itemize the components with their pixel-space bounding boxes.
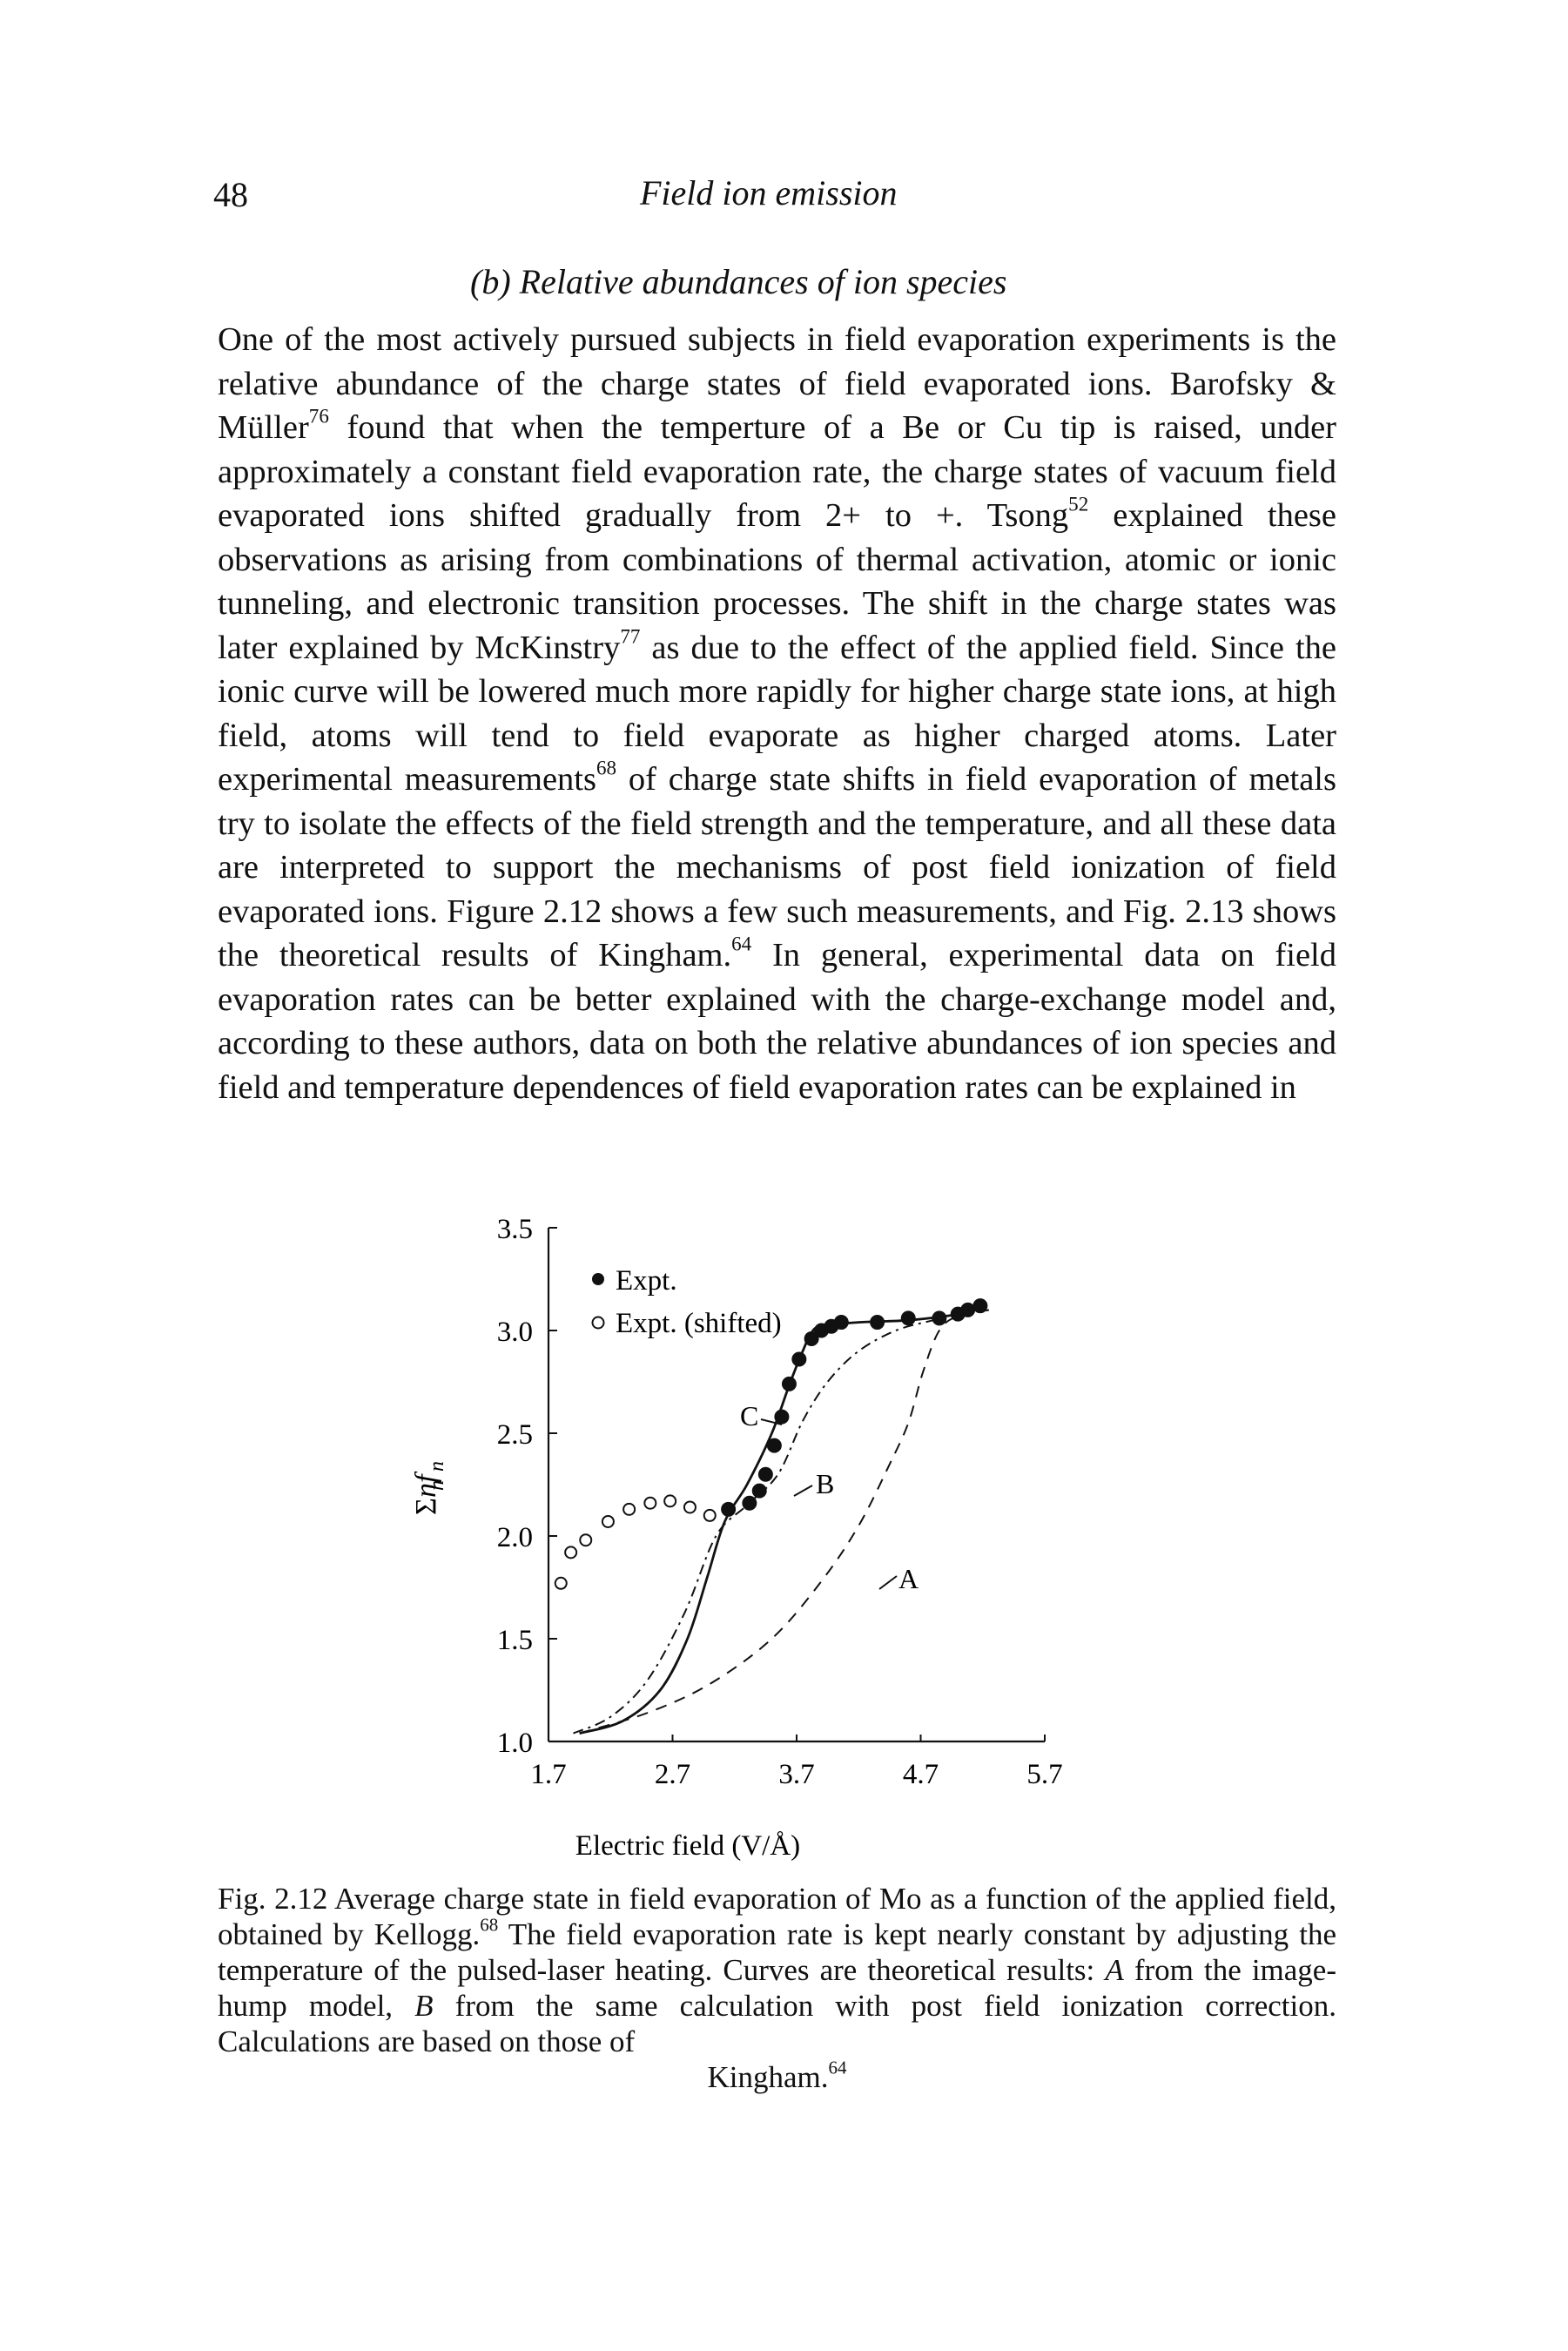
expt-point	[804, 1330, 819, 1346]
curve-label-b-arrow	[793, 1485, 813, 1497]
curve-label-b: B	[816, 1468, 834, 1499]
x-tick-label: 1.7	[530, 1759, 566, 1790]
x-tick-label: 4.7	[903, 1759, 939, 1790]
y-tick-label: 3.0	[497, 1317, 533, 1348]
y-axis-label-sub: n	[426, 1461, 448, 1472]
expt-point	[932, 1310, 947, 1326]
caption-curve-b: B	[414, 1989, 434, 2023]
expt-shifted-point	[579, 1533, 593, 1547]
expt-point	[742, 1495, 757, 1511]
y-tick-label: 1.0	[497, 1728, 533, 1759]
figure-2-12: 1.0 1.5 2.0 2.5 3.0 3.5 1.7 2.7 3.7 4.7 5.7 Expt.…	[366, 1210, 1149, 1876]
x-axis-label: Electric field (V/Å)	[575, 1829, 800, 1862]
caption-paragraph: Fig. 2.12 Average charge state in field …	[218, 1881, 1336, 2095]
curve-c	[579, 1304, 984, 1735]
y-axis-label: Σ n nf n	[410, 1461, 448, 1515]
expt-shifted-point	[703, 1508, 717, 1522]
curve-b	[573, 1309, 971, 1735]
caption-text-run: from the image-hump model,	[218, 1953, 1336, 2023]
body-text-run: explained these observations as arising …	[218, 497, 1336, 666]
expt-point	[721, 1501, 737, 1517]
expt-point	[757, 1466, 773, 1482]
legend-shifted-label: Expt. (shifted)	[616, 1308, 782, 1339]
reference-superscript: 64	[828, 2057, 847, 2078]
curve-label-c-arrow	[760, 1418, 783, 1425]
chart-axes	[547, 1227, 1046, 1743]
body-paragraph: One of the most actively pursued subject…	[218, 318, 1336, 1109]
x-tick-label: 2.7	[655, 1759, 690, 1790]
body-text-run: as due to the effect of the applied fiel…	[218, 629, 1337, 798]
expt-point	[900, 1310, 916, 1326]
expt-point	[833, 1315, 849, 1330]
caption-last-line: Kingham.64	[218, 2057, 1336, 2095]
y-axis-label-nf: nf	[410, 1471, 442, 1498]
reference-superscript: 68	[480, 1914, 499, 1936]
legend: Expt. Expt. (shifted)	[591, 1265, 782, 1339]
expt-point	[781, 1376, 797, 1391]
legend-filled-marker	[592, 1273, 604, 1285]
expt-shifted-point	[564, 1546, 578, 1559]
y-tick-label: 3.5	[497, 1214, 533, 1245]
curve-label-a-arrow	[878, 1575, 898, 1590]
caption-text-run: from the same calculation with post fiel…	[218, 1989, 1336, 2058]
expt-point	[791, 1351, 807, 1367]
y-tick-label: 2.5	[497, 1419, 533, 1451]
curve-labels: C B A	[740, 1400, 919, 1594]
legend-expt-label: Expt.	[616, 1265, 677, 1297]
caption-text-run: Kingham.	[707, 2060, 829, 2094]
x-tick-label: 3.7	[778, 1759, 814, 1790]
legend-open-marker	[591, 1316, 605, 1330]
body-text-run: In general, experimental data on field e…	[218, 937, 1336, 1106]
section-heading: (b) Relative abundances of ion species	[470, 262, 1007, 301]
body-text: One of the most actively pursued subject…	[218, 318, 1336, 1109]
reference-superscript: 52	[1068, 492, 1089, 515]
curve-a	[579, 1309, 990, 1735]
reference-superscript: 64	[731, 932, 752, 955]
data-points	[554, 1298, 988, 1590]
expt-shifted-point	[601, 1514, 615, 1528]
figure-caption: Fig. 2.12 Average charge state in field …	[218, 1881, 1336, 2095]
reference-superscript: 76	[308, 404, 329, 428]
expt-shifted-point	[554, 1576, 568, 1590]
charge-state-chart: 1.0 1.5 2.0 2.5 3.0 3.5 1.7 2.7 3.7 4.7 5.7 Expt.…	[410, 1214, 1063, 1862]
body-text-run: of charge state shifts in field evaporat…	[218, 761, 1336, 973]
caption-text-run: The field evaporation rate is kept nearl…	[218, 1917, 1336, 1987]
curve-label-a: A	[898, 1563, 919, 1594]
caption-curve-a: A	[1105, 1953, 1124, 1987]
caption-text-run: Fig. 2.12 Average charge state in field …	[218, 1882, 1336, 1951]
expt-point	[751, 1483, 767, 1499]
y-axis-label-sum: Σ	[410, 1498, 442, 1515]
y-tick-labels: 1.0 1.5 2.0 2.5 3.0 3.5	[497, 1214, 533, 1759]
expt-point	[972, 1298, 988, 1314]
expt-point	[870, 1315, 885, 1330]
running-title: Field ion emission	[640, 173, 898, 212]
y-tick-label: 1.5	[497, 1625, 533, 1656]
page-number: 48	[213, 175, 248, 214]
x-tick-label: 5.7	[1026, 1759, 1062, 1790]
y-tick-label: 2.0	[497, 1522, 533, 1553]
reference-superscript: 68	[596, 756, 617, 779]
reference-superscript: 77	[620, 624, 641, 648]
expt-point	[774, 1409, 790, 1425]
expt-shifted-point	[643, 1496, 657, 1510]
expt-shifted-point	[622, 1502, 636, 1516]
expt-shifted-point	[663, 1494, 677, 1508]
body-text-run: found that when the temperture of a Be o…	[218, 409, 1336, 534]
body-text-run: One of the most actively pursued subject…	[218, 321, 1336, 446]
expt-point	[960, 1302, 976, 1317]
expt-shifted-point	[683, 1500, 697, 1514]
curve-label-c: C	[740, 1400, 758, 1431]
y-axis-label-index: n	[426, 1480, 448, 1491]
x-tick-labels: 1.7 2.7 3.7 4.7 5.7	[530, 1759, 1062, 1790]
theory-curves	[573, 1304, 990, 1735]
expt-point	[766, 1438, 782, 1453]
